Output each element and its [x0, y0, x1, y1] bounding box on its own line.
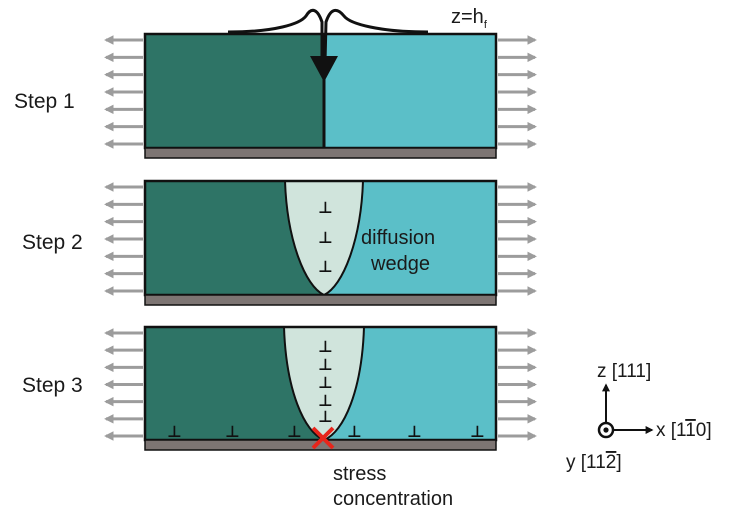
- surface-diffusion-flux-right: [323, 8, 429, 63]
- y-axis-dot: [603, 427, 609, 433]
- step-1-panel: Step 1 z=hf: [14, 6, 498, 159]
- step-1-label: Step 1: [14, 90, 75, 113]
- step-3-interface-dislocation: ⊥: [407, 422, 422, 441]
- x-axis-overbar-digit: 1: [685, 420, 696, 441]
- step-1-left-grain: [145, 34, 324, 148]
- step-3-interface-dislocations: ⊥ ⊥ ⊥ ⊥ ⊥ ⊥: [167, 422, 485, 441]
- step-3-wedge-dislocation: ⊥: [318, 407, 333, 426]
- step-3-panel: ⊥⊥⊥⊥⊥ ⊥⊥⊥⊥⊥⊥ Step 3 stress concentration: [22, 325, 498, 510]
- stress-concentration-label-line2: concentration: [333, 488, 453, 510]
- step-3-wedge-dislocation: ⊥: [318, 373, 333, 392]
- film-height-label: z=hf: [451, 6, 488, 31]
- step-2-dislocation: ⊥: [318, 198, 333, 217]
- left-tension-arrows: [104, 35, 143, 441]
- step-1-substrate: [144, 147, 497, 159]
- step-3-wedge-dislocation: ⊥: [318, 337, 333, 356]
- step-3-interface-dislocation: ⊥: [287, 422, 302, 441]
- diffusion-wedge-label-line1: diffusion: [361, 227, 435, 249]
- step-3-interface-dislocation: ⊥: [470, 422, 485, 441]
- step-2-panel: ⊥ ⊥ ⊥ Step 2 diffusion wedge: [22, 179, 498, 306]
- film-height-subscript: f: [484, 19, 488, 31]
- step-3-interface-dislocation: ⊥: [225, 422, 240, 441]
- stress-concentration-mark: [311, 426, 335, 450]
- stress-concentration-label-line1: stress: [333, 463, 386, 485]
- diffusion-wedge-label-line2: wedge: [370, 253, 430, 275]
- y-axis-overbar-digit: 2: [606, 452, 617, 473]
- y-axis-label: y [112]: [566, 452, 622, 473]
- right-tension-arrows: [498, 35, 537, 441]
- step-2-dislocation: ⊥: [318, 257, 333, 276]
- step-3-label: Step 3: [22, 374, 83, 397]
- step-3-wedge-dislocation: ⊥: [318, 355, 333, 374]
- x-axis-label: x [110]: [656, 420, 712, 441]
- step-3-wedge-dislocation: ⊥: [318, 391, 333, 410]
- step-2-substrate: [144, 294, 497, 306]
- step-2-label: Step 2: [22, 231, 83, 254]
- coordinate-axes: z [111] x [110] y [112]: [566, 361, 712, 473]
- diffusion-down-arrowhead: [310, 56, 338, 82]
- step-3-wedge-dislocations: ⊥⊥⊥⊥⊥: [318, 337, 333, 426]
- surface-diffusion-flux-left: [227, 8, 324, 62]
- step-1-right-grain: [324, 34, 496, 148]
- step-2-dislocation: ⊥: [318, 228, 333, 247]
- step-3-interface-dislocation: ⊥: [167, 422, 182, 441]
- z-axis-label: z [111]: [597, 361, 651, 382]
- step-3-interface-dislocation: ⊥: [347, 422, 362, 441]
